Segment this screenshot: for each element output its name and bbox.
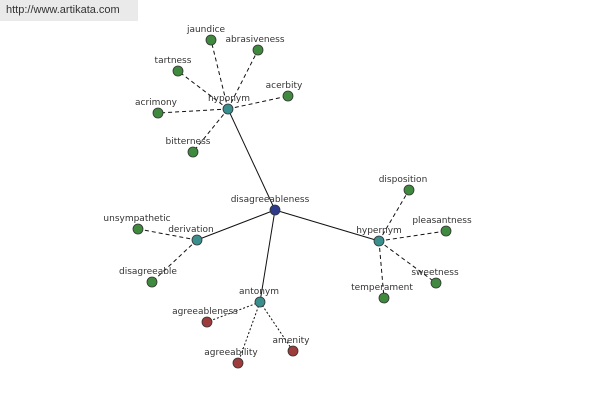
edge-root-derivation bbox=[196, 209, 276, 241]
root-label[interactable]: disagreeableness bbox=[231, 195, 310, 205]
edge-root-hypernym bbox=[274, 209, 380, 242]
leaf-node-jaundice[interactable] bbox=[205, 34, 217, 46]
edge-derivation-unsympathetic bbox=[137, 228, 198, 241]
leaf-label-disagreeable[interactable]: disagreeable bbox=[119, 267, 177, 277]
source-url-banner[interactable]: http://www.artikata.com bbox=[0, 0, 138, 21]
leaf-node-abrasiveness[interactable] bbox=[252, 44, 264, 56]
leaf-node-sweetness[interactable] bbox=[430, 277, 442, 289]
leaf-label-abrasiveness[interactable]: abrasiveness bbox=[225, 35, 284, 45]
edge-root-antonym bbox=[259, 209, 276, 303]
leaf-label-acrimony[interactable]: acrimony bbox=[135, 98, 178, 108]
relation-label-derivation[interactable]: derivation bbox=[168, 225, 214, 235]
leaf-label-acerbity[interactable]: acerbity bbox=[266, 81, 303, 91]
leaf-node-temperament[interactable] bbox=[378, 292, 390, 304]
leaf-node-acrimony[interactable] bbox=[152, 107, 164, 119]
edge-hyponym-acerbity bbox=[227, 95, 289, 110]
leaf-label-tartness[interactable]: tartness bbox=[155, 56, 192, 66]
edge-antonym-agreeableness bbox=[206, 301, 261, 323]
edge-hyponym-acrimony bbox=[157, 108, 229, 114]
leaf-label-unsympathetic[interactable]: unsympathetic bbox=[103, 214, 170, 224]
leaf-node-tartness[interactable] bbox=[172, 65, 184, 77]
relation-node-antonym[interactable] bbox=[254, 296, 266, 308]
edge-hypernym-disposition bbox=[378, 189, 410, 242]
relation-label-hyponym[interactable]: hyponym bbox=[208, 94, 250, 104]
root-node[interactable] bbox=[269, 204, 281, 216]
leaf-label-agreeableness[interactable]: agreeableness bbox=[172, 307, 238, 317]
leaf-node-disposition[interactable] bbox=[403, 184, 415, 196]
leaf-node-unsympathetic[interactable] bbox=[132, 223, 144, 235]
leaf-node-pleasantness[interactable] bbox=[440, 225, 452, 237]
edge-hypernym-temperament bbox=[378, 240, 385, 299]
leaf-node-agreeability[interactable] bbox=[232, 357, 244, 369]
leaf-label-amenity[interactable]: amenity bbox=[273, 336, 311, 346]
edge-hyponym-jaundice bbox=[210, 39, 229, 110]
edge-derivation-disagreeable bbox=[151, 239, 198, 283]
leaf-node-disagreeable[interactable] bbox=[146, 276, 158, 288]
leaf-label-bitterness[interactable]: bitterness bbox=[166, 137, 211, 147]
leaf-label-temperament[interactable]: temperament bbox=[351, 283, 413, 293]
leaf-node-acerbity[interactable] bbox=[282, 90, 294, 102]
edge-hypernym-sweetness bbox=[378, 240, 437, 284]
leaf-label-jaundice[interactable]: jaundice bbox=[186, 25, 226, 35]
edge-antonym-agreeability bbox=[237, 301, 261, 364]
edge-hyponym-bitterness bbox=[192, 108, 229, 153]
edge-antonym-amenity bbox=[259, 301, 294, 352]
leaf-node-agreeableness[interactable] bbox=[201, 316, 213, 328]
relation-label-hypernym[interactable]: hypernym bbox=[356, 226, 402, 236]
relation-node-hypernym[interactable] bbox=[373, 235, 385, 247]
edge-hypernym-pleasantness bbox=[378, 230, 447, 242]
relation-node-derivation[interactable] bbox=[191, 234, 203, 246]
leaf-label-agreeability[interactable]: agreeability bbox=[204, 348, 258, 358]
leaf-label-pleasantness[interactable]: pleasantness bbox=[412, 216, 472, 226]
relation-label-antonym[interactable]: antonym bbox=[239, 287, 279, 297]
edge-root-hyponym bbox=[227, 108, 276, 211]
edge-hyponym-tartness bbox=[177, 70, 229, 110]
leaf-node-bitterness[interactable] bbox=[187, 146, 199, 158]
relation-node-hyponym[interactable] bbox=[222, 103, 234, 115]
leaf-node-amenity[interactable] bbox=[287, 345, 299, 357]
labels: disagreeableness hyponym derivation hyperny… bbox=[103, 25, 472, 358]
nodes bbox=[132, 34, 452, 369]
edges bbox=[137, 39, 447, 364]
leaf-label-sweetness[interactable]: sweetness bbox=[411, 268, 459, 278]
leaf-label-disposition[interactable]: disposition bbox=[379, 175, 428, 185]
